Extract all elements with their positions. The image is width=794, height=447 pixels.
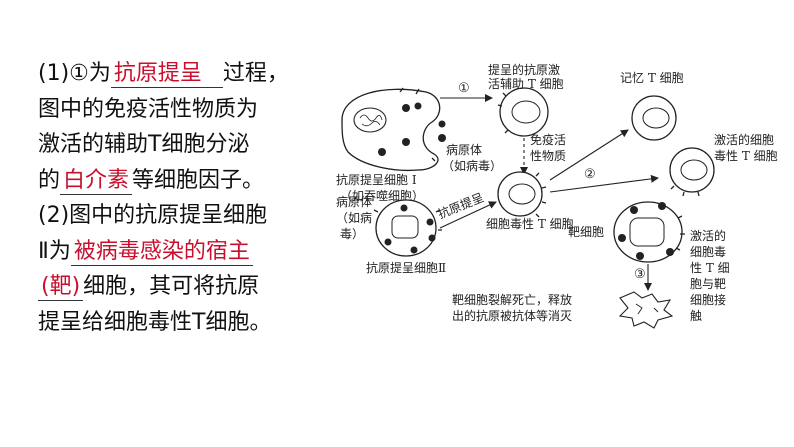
q2-line2: Ⅱ为被病毒感染的宿主 bbox=[38, 234, 298, 270]
pathogen2-sub-label: （如病 bbox=[336, 210, 372, 225]
target-cell bbox=[613, 201, 685, 263]
step1-label: ① bbox=[458, 81, 470, 96]
immune-diagram: 抗原提呈细胞 I （如吞噬细胞） 病原体 （如病毒） ① 提呈的抗原激 活辅助 … bbox=[322, 62, 782, 380]
pathogen1-label: 病原体 bbox=[446, 142, 482, 157]
contact-note-line3: 性 T 细 bbox=[690, 261, 730, 275]
question-text: (1)①为抗原提呈过程， 图中的免疫活性物质为 激活的辅助T细胞分泌 的白介素等… bbox=[38, 56, 298, 340]
activated-ctl-sub-label: 毒性 T 细胞 bbox=[714, 149, 778, 163]
apc2-label: 抗原提呈细胞Ⅱ bbox=[366, 260, 446, 275]
answer-antigen-presentation: 抗原提呈 bbox=[110, 61, 223, 88]
pathogen1-sub-label: （如病毒） bbox=[442, 158, 502, 173]
memory-t-cell bbox=[631, 95, 677, 141]
apc1-sub-label: （如吞噬细胞） bbox=[340, 188, 424, 203]
q2-line3: (靶)细胞，其可将抗原 bbox=[38, 269, 298, 305]
antigen-present-label: 抗原提呈 bbox=[436, 189, 486, 221]
q1-line4-prefix: 的 bbox=[38, 167, 61, 193]
q1-line4: 的白介素等细胞因子。 bbox=[38, 163, 298, 199]
arrow-antigen-present bbox=[439, 201, 497, 229]
helper-t-label: 提呈的抗原激 bbox=[488, 62, 560, 77]
apc2-cell bbox=[373, 199, 442, 257]
q2-line2-prefix: Ⅱ为 bbox=[38, 238, 71, 264]
memory-t-label: 记忆 T 细胞 bbox=[620, 71, 684, 85]
q2-line1: (2)图中的抗原提呈细胞 bbox=[38, 203, 268, 228]
immune-substance-label: 免疫活 bbox=[530, 132, 566, 147]
q1-line1: (1)①为抗原提呈过程， bbox=[38, 56, 298, 92]
arrow-to-activated bbox=[549, 174, 659, 193]
q1-line3: 激活的辅助T细胞分泌 bbox=[38, 132, 250, 157]
apc1-label: 抗原提呈细胞 I bbox=[336, 172, 417, 187]
arrow-to-memory bbox=[549, 129, 629, 181]
ctl-cell bbox=[497, 171, 547, 218]
contact-note-line1: 激活的 bbox=[690, 228, 726, 243]
q1-line2: 图中的免疫活性物质为 bbox=[38, 96, 259, 122]
step3-label: ③ bbox=[634, 267, 646, 282]
answer-infected-host: 被病毒感染的宿主 bbox=[70, 239, 253, 266]
step2-label: ② bbox=[584, 167, 596, 182]
lysis-sub-label: 出的抗原被抗体等消灭 bbox=[452, 308, 572, 323]
contact-note-line5: 细胞接 bbox=[690, 292, 726, 307]
contact-note-line4: 胞与靶 bbox=[690, 277, 726, 291]
contact-note-line6: 触 bbox=[690, 309, 702, 323]
q2-line4: 提呈给细胞毒性T细胞。 bbox=[38, 309, 272, 335]
target-cell-label: 靶细胞 bbox=[568, 225, 604, 239]
q1-prefix: (1)①为 bbox=[38, 61, 111, 86]
pathogen2-sub-label2: 毒） bbox=[340, 227, 364, 241]
apc1-cell bbox=[341, 87, 446, 172]
pathogen-particle bbox=[438, 120, 446, 128]
immune-substance-sub-label: 性物质 bbox=[530, 149, 566, 163]
q1-suffix: 过程， bbox=[222, 61, 289, 86]
pathogen-particle bbox=[414, 102, 422, 110]
activated-ctl-cell bbox=[669, 147, 715, 197]
lysis-label: 靶细胞裂解死亡，释放 bbox=[452, 292, 572, 307]
helper-t-sub-label: 活辅助 T 细胞 bbox=[488, 77, 564, 91]
ctl-label: 细胞毒性 T 细胞 bbox=[486, 217, 574, 231]
lysed-debris bbox=[618, 291, 674, 329]
q1-line4-suffix: 等细胞因子。 bbox=[132, 167, 265, 193]
contact-note-line2: 细胞毒 bbox=[690, 245, 726, 259]
q2-line3-suffix: 细胞，其可将抗原 bbox=[83, 274, 260, 299]
answer-target: (靶) bbox=[38, 274, 84, 301]
answer-interleukin: 白介素 bbox=[60, 168, 133, 195]
helper-t-cell bbox=[497, 87, 549, 137]
pathogen2-label: 病原体 bbox=[336, 194, 372, 209]
activated-ctl-label: 激活的细胞 bbox=[714, 132, 774, 147]
